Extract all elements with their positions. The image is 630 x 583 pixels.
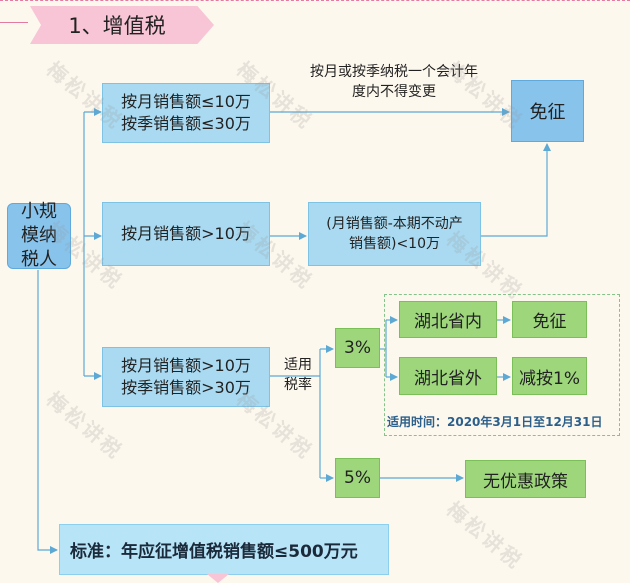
middle-calc-line-1: (月销售额-本期不动产 xyxy=(326,216,463,232)
root-label-line-1: 小规 xyxy=(21,201,57,222)
top-note-line-2: 度内不得变更 xyxy=(352,84,436,100)
branch-bottom-line-2: 按季销售额>30万 xyxy=(121,378,251,397)
rate-label-line-1: 适用 xyxy=(284,357,312,373)
hubei-group-frame xyxy=(384,294,620,436)
rate-label: 适用 税率 xyxy=(280,355,316,395)
top-note: 按月或按季纳税一个会计年 度内不得变更 xyxy=(296,62,492,102)
no-preference-box: 无优惠政策 xyxy=(465,460,586,498)
title-banner xyxy=(30,6,214,44)
root-label-line-2: 模纳 xyxy=(21,225,57,246)
middle-calc-line-2: 销售额)<10万 xyxy=(348,236,440,252)
branch-top-line-1: 按月销售额≤10万 xyxy=(121,92,251,111)
hubei-out-box: 湖北省外 xyxy=(399,357,497,395)
hubei-out-result-box: 减按1% xyxy=(512,357,587,395)
branch-bottom-line-1: 按月销售额>10万 xyxy=(121,356,251,375)
header-left-line xyxy=(0,22,28,23)
branch-bottom-box: 按月销售额>10万 按季销售额>30万 xyxy=(102,347,270,407)
middle-calc-box: (月销售额-本期不动产 销售额)<10万 xyxy=(308,202,481,266)
branch-top-line-2: 按季销售额≤30万 xyxy=(121,114,251,133)
hubei-in-result-box: 免征 xyxy=(512,301,587,338)
rate-5-box: 5% xyxy=(335,458,380,498)
branch-middle-box: 按月销售额>10万 xyxy=(102,202,270,266)
rate-3-box: 3% xyxy=(335,328,380,368)
page-title: 1、增值税 xyxy=(68,14,166,38)
exempt-main-box: 免征 xyxy=(511,80,584,142)
rate-label-line-2: 税率 xyxy=(284,377,312,393)
standard-box: 标准：年应征增值税销售额≤500万元 xyxy=(59,524,389,575)
root-label-line-3: 税人 xyxy=(21,249,57,270)
hubei-in-box: 湖北省内 xyxy=(399,301,497,338)
top-note-line-1: 按月或按季纳税一个会计年 xyxy=(310,64,478,80)
next-banner-tip xyxy=(207,574,229,583)
root-small-taxpayer: 小规 模纳 税人 xyxy=(7,201,71,270)
branch-top-box: 按月销售额≤10万 按季销售额≤30万 xyxy=(102,83,270,143)
period-note: 适用时间：2020年3月1日至12月31日 xyxy=(387,415,603,429)
